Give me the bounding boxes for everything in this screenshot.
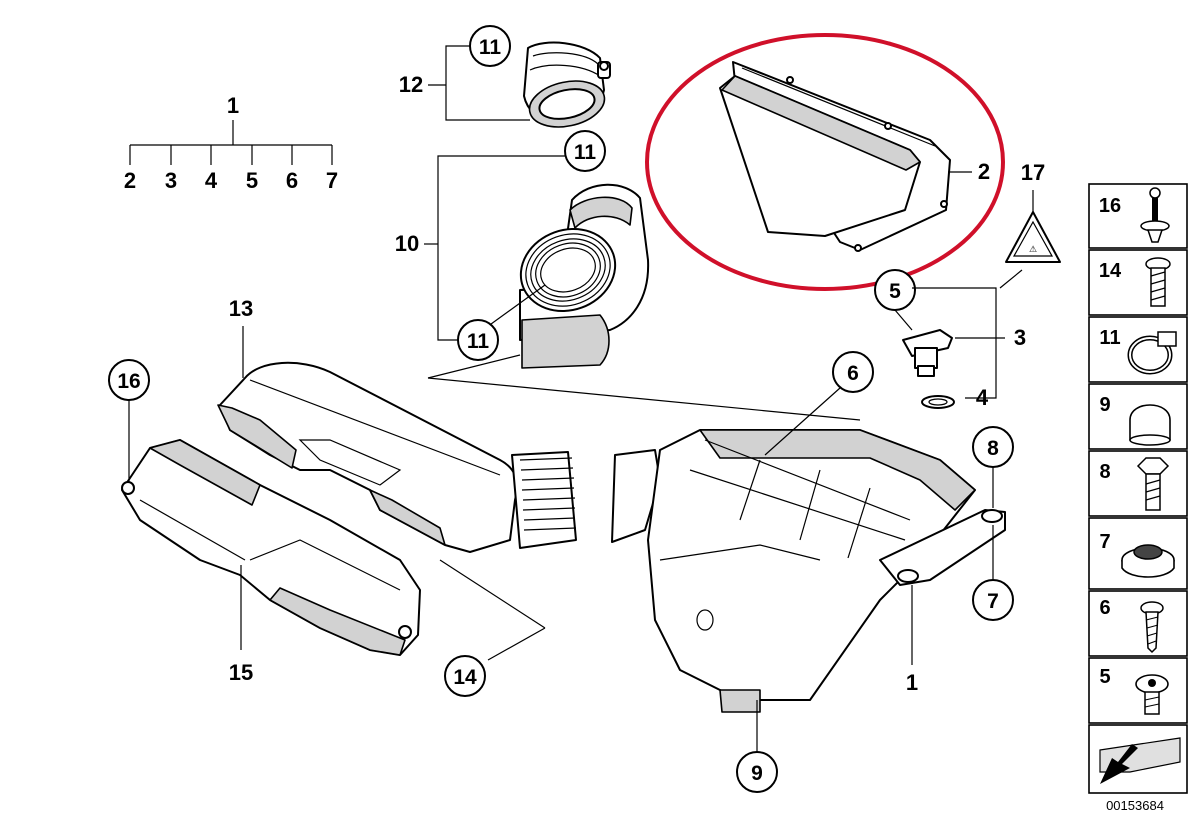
diagram-number: 00153684	[1106, 798, 1164, 813]
screw-icon	[1145, 257, 1171, 307]
air-filter-element-drawing	[719, 61, 951, 252]
part-number-2: 2	[978, 159, 990, 184]
grommet-icon	[1121, 544, 1175, 578]
callout-12: 12 11	[399, 25, 530, 121]
highlight-circle	[645, 33, 1005, 291]
rubber-cap-icon	[1129, 404, 1171, 446]
sidebar-label: 11	[1099, 327, 1120, 349]
callout-5-3-4: 5 3 4	[874, 269, 1026, 410]
sidebar-label: 7	[1099, 531, 1110, 553]
callout-2: 2	[948, 159, 990, 184]
intake-boot-drawing	[523, 41, 611, 128]
sidebar-label: 9	[1099, 394, 1110, 416]
callout-9: 9	[736, 700, 778, 793]
part-number-12: 12	[399, 72, 423, 97]
part-number-9: 9	[751, 762, 763, 785]
part-number-17: 17	[1021, 160, 1045, 185]
part-number-6: 6	[847, 362, 859, 385]
air-duct-drawing: 13	[217, 296, 577, 553]
intake-duct-drawing	[519, 183, 650, 369]
part-number-11: 11	[467, 330, 490, 353]
hose-clamp-icon	[1127, 331, 1177, 375]
kit-tree-child-label: 3	[165, 168, 177, 193]
part-number-14: 14	[453, 666, 477, 689]
expanding-rivet-icon	[1140, 187, 1170, 243]
part-number-10: 10	[395, 231, 419, 256]
sensor-drawing	[902, 329, 955, 409]
kit-tree: 1 2 3 4 5 6 7	[124, 93, 338, 193]
callout-8: 8	[972, 426, 1014, 508]
kit-tree-child-label: 6	[286, 168, 298, 193]
callout-7: 7	[972, 525, 1014, 621]
orientation-arrow-icon	[1099, 737, 1181, 784]
kit-tree-parent-label: 1	[227, 93, 239, 118]
kit-tree-child-label: 7	[326, 168, 338, 193]
callout-16-15: 16 15	[108, 359, 253, 685]
self-tapping-screw-icon	[1140, 601, 1164, 654]
warning-label-mark: ⚠	[1029, 244, 1037, 254]
part-number-3: 3	[1014, 325, 1026, 350]
intake-snorkel-drawing	[121, 439, 421, 656]
filter-housing-drawing	[611, 429, 1006, 713]
part-number-13: 13	[229, 296, 253, 321]
callout-14: 14	[439, 559, 546, 697]
part-number-5: 5	[889, 280, 901, 303]
part-number-1: 1	[906, 670, 918, 695]
part-number-11: 11	[479, 36, 502, 59]
part-number-7: 7	[987, 590, 999, 613]
callout-6: 6	[764, 351, 874, 456]
sidebar-parts: 16 14 11 9 8	[1088, 183, 1188, 794]
callout-10-11: 10 11 11	[395, 130, 606, 361]
sidebar-label: 14	[1099, 260, 1122, 282]
part-number-15: 15	[229, 660, 253, 685]
part-number-16: 16	[117, 370, 140, 393]
kit-tree-child-label: 5	[246, 168, 258, 193]
kit-tree-child-label: 4	[205, 168, 218, 193]
kit-tree-child-label: 2	[124, 168, 136, 193]
part-number-4: 4	[976, 385, 989, 410]
callout-1: 1	[906, 585, 918, 695]
sidebar-label: 6	[1099, 597, 1110, 619]
sidebar-label: 5	[1099, 666, 1110, 688]
part-number-11: 11	[574, 141, 597, 164]
hex-bolt-icon	[1136, 457, 1170, 511]
sidebar-label: 16	[1099, 195, 1121, 217]
torx-screw-icon	[1135, 674, 1169, 715]
sidebar-label: 8	[1099, 461, 1110, 483]
part-number-8: 8	[987, 437, 999, 460]
warning-label-drawing: 17 ⚠	[999, 160, 1061, 289]
